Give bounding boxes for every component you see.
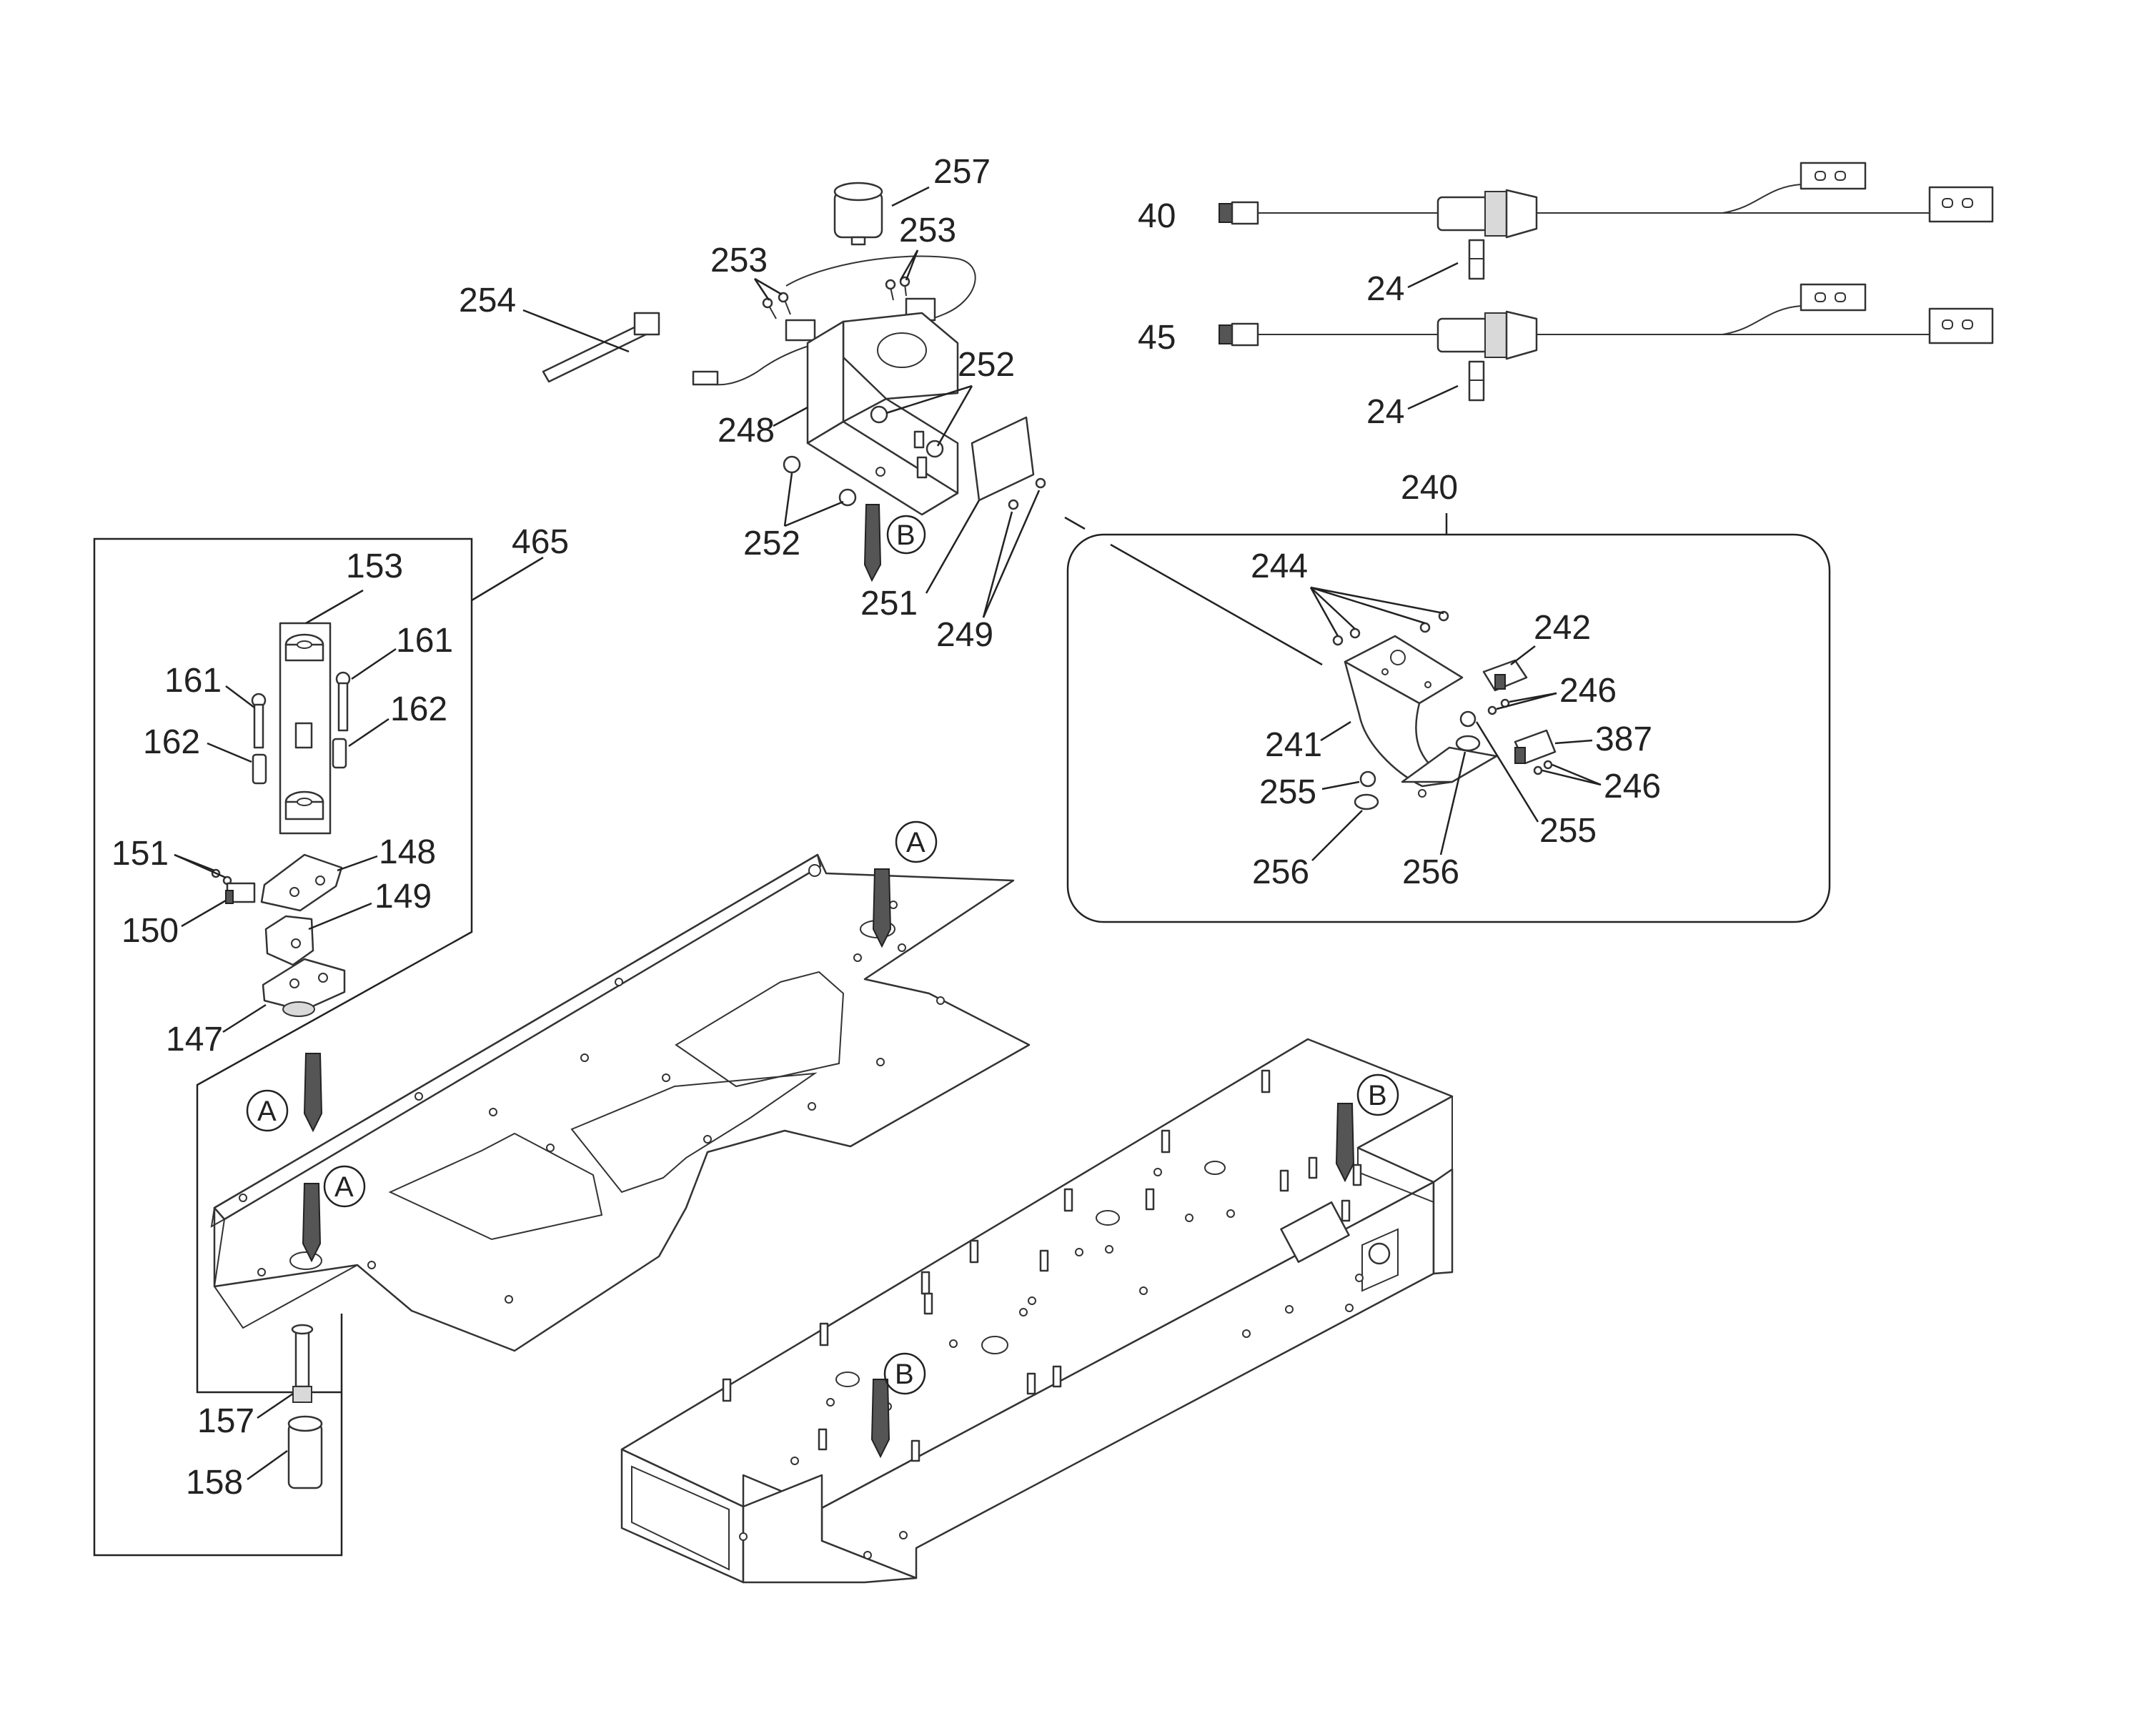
- marker-b-bracket: B: [896, 520, 915, 551]
- cable-harness-45: [1219, 283, 1994, 402]
- callout-157: 157: [197, 1402, 254, 1440]
- marker-a-box: A: [257, 1096, 277, 1127]
- marker-b-frame-left: B: [895, 1359, 914, 1390]
- callout-147: 147: [166, 1021, 223, 1058]
- callout-256-left: 256: [1252, 853, 1309, 891]
- callout-149: 149: [374, 878, 432, 916]
- callout-241: 241: [1265, 726, 1322, 764]
- callout-257: 257: [933, 153, 991, 191]
- callout-150: 150: [121, 912, 179, 950]
- callout-253-left: 253: [710, 242, 768, 279]
- callout-248: 248: [718, 412, 775, 450]
- callout-158: 158: [186, 1464, 243, 1502]
- callout-255-right: 255: [1539, 812, 1597, 850]
- callout-148: 148: [379, 833, 436, 871]
- lower-chassis-frame: [620, 1038, 1454, 1584]
- callout-254: 254: [459, 282, 516, 319]
- callout-40: 40: [1138, 197, 1176, 235]
- callout-387: 387: [1595, 720, 1652, 758]
- callout-24-lower: 24: [1366, 393, 1404, 431]
- bracket-assembly-248: [542, 182, 1046, 516]
- callout-244: 244: [1251, 547, 1308, 585]
- callout-162-left: 162: [143, 723, 200, 761]
- callout-161-left: 161: [164, 662, 222, 700]
- upper-chassis-plate: [210, 853, 1031, 1352]
- callout-256-right: 256: [1402, 853, 1459, 891]
- callout-153: 153: [346, 547, 403, 585]
- marker-a-plate-top: A: [906, 827, 925, 858]
- callout-249: 249: [936, 616, 993, 654]
- callout-161-right: 161: [396, 622, 453, 660]
- marker-a-plate-left: A: [334, 1171, 354, 1203]
- callout-465: 465: [512, 523, 569, 561]
- callout-246-upper: 246: [1559, 672, 1617, 710]
- callout-255-left: 255: [1259, 773, 1316, 811]
- callout-162-right: 162: [390, 690, 447, 728]
- callout-24-upper: 24: [1366, 270, 1404, 308]
- callout-252-upper: 252: [958, 346, 1015, 384]
- callout-45: 45: [1138, 319, 1176, 357]
- callout-242: 242: [1534, 609, 1591, 647]
- callout-251: 251: [860, 585, 918, 623]
- callout-252-lower: 252: [743, 525, 800, 562]
- callout-240: 240: [1401, 469, 1458, 507]
- cable-harness-40: [1219, 162, 1994, 280]
- callout-246-lower: 246: [1604, 768, 1661, 805]
- callout-151: 151: [111, 835, 169, 873]
- pivot-assembly-box-465: [93, 537, 544, 1557]
- callout-253-right: 253: [899, 212, 956, 249]
- marker-b-frame-right: B: [1368, 1080, 1387, 1111]
- detail-box-240: [1064, 513, 1831, 923]
